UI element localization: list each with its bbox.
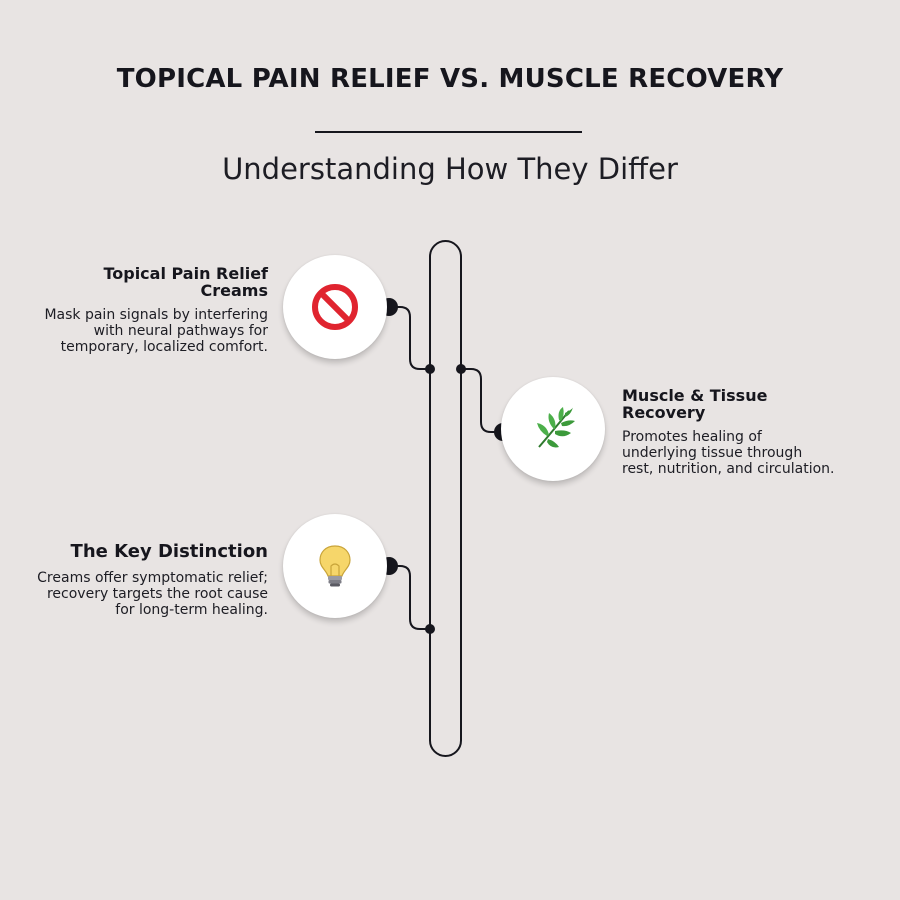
timeline-track	[429, 240, 462, 757]
item-key-distinction-title: The Key Distinction	[70, 541, 268, 562]
item-key-distinction: The Key Distinction Creams offer symptom…	[36, 541, 268, 619]
item-pain-relief-description: Mask pain signals by interfering with ne…	[44, 307, 268, 355]
connector-2	[461, 368, 503, 433]
item-recovery-description: Promotes healing of underlying tissue th…	[622, 429, 835, 477]
item-pain-relief-title: Topical Pain Relief Creams	[103, 264, 268, 300]
herb-icon	[537, 407, 575, 448]
connector-3	[389, 565, 430, 630]
item-key-distinction-description: Creams offer symptomatic relief; recover…	[37, 570, 268, 618]
connector-1	[389, 306, 430, 370]
title-divider	[315, 131, 582, 133]
page-title: TOPICAL PAIN RELIEF VS. MUSCLE RECOVERY	[116, 64, 784, 94]
prohibited-icon	[312, 284, 358, 330]
page-subtitle: Understanding How They Differ	[222, 152, 678, 186]
track-dot-2	[456, 364, 466, 374]
item-pain-relief: Topical Pain Relief Creams Mask pain sig…	[36, 265, 268, 355]
track-dot-1	[425, 364, 435, 374]
item-pain-relief-icon-circle	[283, 255, 387, 359]
item-recovery-title: Muscle & Tissue Recovery	[622, 386, 768, 422]
lightbulb-icon	[319, 545, 351, 587]
item-key-distinction-icon-circle	[283, 514, 387, 618]
item-recovery: Muscle & Tissue Recovery Promotes healin…	[622, 387, 837, 477]
item-recovery-icon-circle	[501, 377, 605, 481]
track-dot-3	[425, 624, 435, 634]
